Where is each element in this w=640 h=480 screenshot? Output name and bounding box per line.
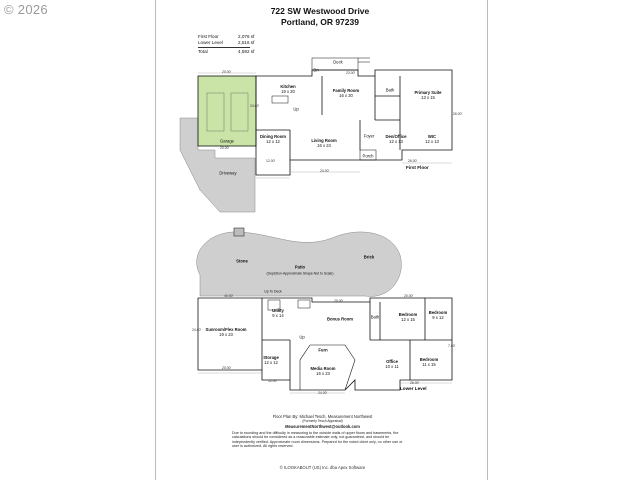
patio-note: (Depiction-Approximate Shape-Not to Scal… (266, 271, 334, 276)
first-up-label: Up (293, 106, 299, 112)
dim-right-h: 26.00' (453, 112, 463, 116)
dim-deck-w: 23.00' (346, 71, 356, 75)
dim-garage-h: 20.00' (220, 146, 230, 150)
dim-left-h: 24.00' (250, 104, 260, 108)
lower-up-label: Up (299, 334, 305, 340)
dim-lower-top-r: 20.00' (404, 294, 414, 298)
dim-porch-w: 26.00' (408, 159, 418, 163)
room-driveway: Driveway (219, 170, 237, 176)
dim-lower-bot-l: 20.00' (222, 366, 232, 370)
patio-label: Patio (294, 264, 306, 270)
up-to-deck-label: Up To Deck (264, 289, 282, 294)
dim-garage-w: 20.00' (222, 70, 232, 74)
credit-email: MeasurementNorthwest@outlook.com (285, 424, 360, 429)
first-floor-label: First Floor (406, 165, 429, 170)
lower-level-walls (197, 297, 453, 391)
room-bath-lower: Bath (370, 314, 380, 320)
dim-lower-right-h: 7.00' (448, 344, 456, 348)
dim-lower-left-h: 24.00' (192, 328, 202, 332)
deck-shape (311, 57, 359, 71)
dim-lower-top-mid: 20.00' (334, 299, 344, 303)
room-deck: Deck (333, 59, 343, 65)
dim-front-r: 24.00' (320, 169, 330, 173)
credit-line-2: (Formerly Tesch Appraisal) (302, 419, 343, 423)
garage-shape (197, 75, 257, 147)
room-bonus: Bonus Room (326, 316, 354, 322)
dim-lower-bot-mid: 12.00' (268, 379, 278, 383)
porch-shape (359, 149, 377, 161)
room-porch: Porch (362, 153, 374, 159)
patio-shape (196, 231, 402, 297)
footer-copyright: © ILOOKABOUT (US) Inc. dba Apex Software (279, 465, 366, 470)
credit-line-1: Floor Plan By: Michael Tesch, Measuremen… (272, 414, 373, 419)
address-line-1: 722 SW Westwood Drive (270, 6, 370, 16)
room-garage: Garage (220, 138, 234, 144)
dim-lower-top-l: 40.00' (224, 294, 234, 298)
address-line-2: Portland, OR 97239 (281, 17, 359, 27)
dim-lower-bot-media: 24.00' (318, 391, 328, 395)
patio-stone-label: Stone (236, 258, 248, 264)
room-foyer: Foyer (363, 133, 375, 139)
patio-brick-label: Brick (363, 254, 375, 260)
dim-lower-bot-r: 26.00' (410, 381, 420, 385)
room-furn: Furn (318, 347, 328, 353)
disclaimer: Due to rounding and the difficulty in me… (232, 431, 403, 449)
room-bath-first: Bath (385, 87, 395, 93)
watermark: © 2026 (4, 2, 48, 17)
first-dn-label: Dn (313, 67, 319, 73)
dim-front-l: 12.00' (266, 159, 276, 163)
lower-level-label: Lower Level (400, 386, 427, 391)
